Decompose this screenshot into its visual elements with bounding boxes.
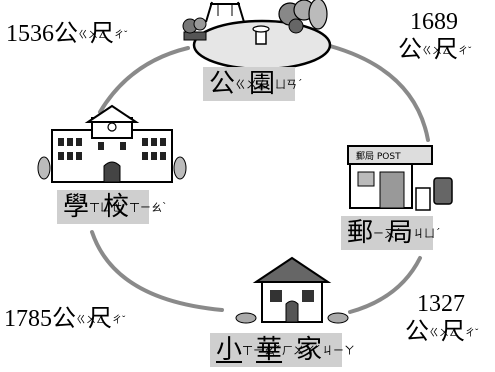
label-school: 學ㄒㄩㄝˊ校ㄒㄧㄠˋ xyxy=(57,190,168,224)
label-park-bpmf-2: ㄩㄢˊ xyxy=(275,78,303,91)
distance-park-post-unit: 公ㄍㄨㄥ尺ㄔˇ xyxy=(398,36,472,64)
post-office-sign: 郵局 POST xyxy=(356,150,401,162)
distance-school-home-unit-1: 公 xyxy=(52,306,76,332)
label-school-bpmf-1: ㄒㄩㄝˊ xyxy=(89,201,128,214)
distance-school-park-unit-2: 尺 xyxy=(90,21,114,47)
road-school-home xyxy=(90,230,224,312)
distance-school-home-bpmf-2: ㄔˇ xyxy=(112,314,126,326)
distance-park-post-unit-1: 公 xyxy=(398,37,422,63)
label-school-char-2: 校 xyxy=(103,192,130,222)
distance-post-home-bpmf-2: ㄔˇ xyxy=(465,327,479,339)
distance-post-home-bpmf-1: ㄍㄨㄥ xyxy=(429,327,459,339)
road-school-park xyxy=(98,46,190,114)
label-home-char-1: 小 xyxy=(216,335,243,365)
distance-post-home-unit: 公ㄍㄨㄥ尺ㄔˇ xyxy=(405,318,479,346)
label-home-bpmf-3: ㄐㄧㄚ xyxy=(322,344,356,357)
roads xyxy=(90,44,430,314)
label-home-bpmf-1: ㄒㄧㄠˇ xyxy=(242,344,281,357)
distance-school-home-bpmf-1: ㄍㄨㄥ xyxy=(76,314,106,326)
label-post-bpmf-2: ㄐㄩˊ xyxy=(413,227,441,240)
label-school-bpmf-2: ㄒㄧㄠˋ xyxy=(129,201,168,214)
post-office-illustration: 郵局 POST xyxy=(347,145,453,211)
label-post-bpmf-1: ㄧㄡˊ xyxy=(373,227,401,240)
distance-school-park-unit-1: 公 xyxy=(54,21,78,47)
distance-school-home-value: 1785 xyxy=(4,306,52,332)
label-park-bpmf-1: ㄍㄨㄥ xyxy=(235,78,269,91)
distance-park-post-unit-2: 尺 xyxy=(434,37,458,63)
distance-park-post-bpmf-2: ㄔˇ xyxy=(458,45,472,57)
label-park-char-2: 園 xyxy=(249,69,276,99)
distance-post-home-unit-2: 尺 xyxy=(441,319,465,345)
label-park-char-1: 公 xyxy=(209,69,236,99)
label-post-char-1: 郵 xyxy=(347,218,374,248)
distance-school-park: 1536公ㄍㄨㄥ尺ㄔˇ xyxy=(6,20,128,48)
label-post-office: 郵ㄧㄡˊ局ㄐㄩˊ xyxy=(341,216,441,250)
distance-school-home: 1785公ㄍㄨㄥ尺ㄔˇ xyxy=(4,305,126,333)
label-home-bpmf-2: ㄏㄨㄚˊ xyxy=(282,344,321,357)
label-home: 小ㄒㄧㄠˇ華ㄏㄨㄚˊ家ㄐㄧㄚ xyxy=(210,333,356,367)
distance-school-park-bpmf-1: ㄍㄨㄥ xyxy=(78,29,108,41)
road-park-post xyxy=(328,44,430,142)
park-illustration xyxy=(182,0,332,71)
distance-school-park-bpmf-2: ㄔˇ xyxy=(114,29,128,41)
distance-park-post: 1689 公ㄍㄨㄥ尺ㄔˇ xyxy=(398,8,472,64)
distance-post-home-unit-1: 公 xyxy=(405,319,429,345)
label-park: 公ㄍㄨㄥ園ㄩㄢˊ xyxy=(203,67,303,101)
home-illustration xyxy=(235,256,349,324)
school-illustration xyxy=(37,104,187,183)
label-home-char-3: 家 xyxy=(296,335,323,365)
distance-park-post-bpmf-1: ㄍㄨㄥ xyxy=(422,45,452,57)
label-school-char-1: 學 xyxy=(63,192,90,222)
road-post-home xyxy=(348,256,422,314)
label-home-char-2: 華 xyxy=(256,335,283,365)
distance-post-home: 1327 公ㄍㄨㄥ尺ㄔˇ xyxy=(405,290,479,346)
distance-post-home-value: 1327 xyxy=(417,291,465,317)
distance-school-home-unit-2: 尺 xyxy=(88,306,112,332)
distance-school-park-value: 1536 xyxy=(6,21,54,47)
distance-park-post-value: 1689 xyxy=(410,9,458,35)
label-post-char-2: 局 xyxy=(387,218,414,248)
